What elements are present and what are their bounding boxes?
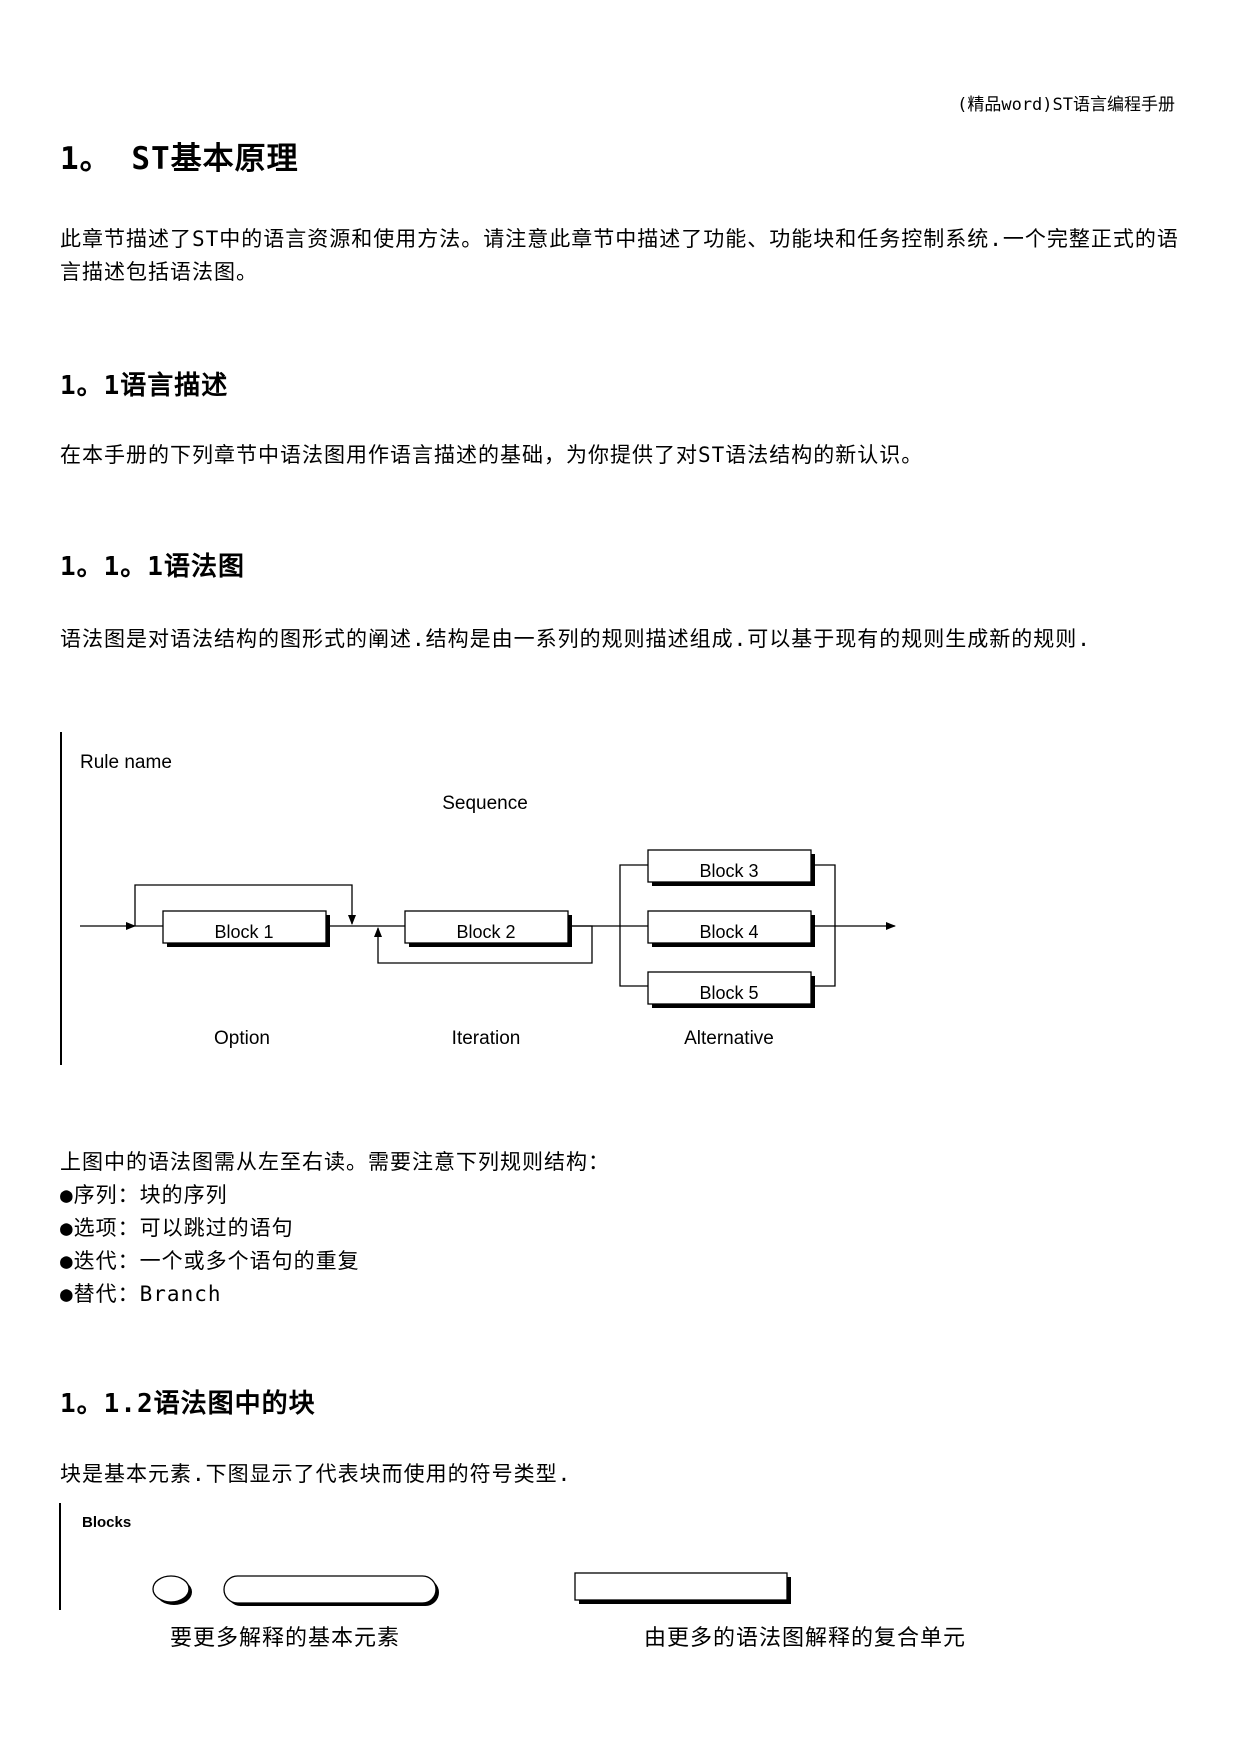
option-bypass-arrow bbox=[134, 884, 356, 926]
block-4: Block 4 bbox=[647, 910, 815, 947]
block-2: Block 2 bbox=[404, 910, 572, 947]
rules-list: 上图中的语法图需从左至右读。需要注意下列规则结构： ●序列：块的序列 ●选项：可… bbox=[60, 1146, 610, 1311]
svg-text:Block 3: Block 3 bbox=[699, 861, 758, 881]
list-item: ●替代：Branch bbox=[60, 1282, 222, 1306]
section-1-1-1-paragraph: 语法图是对语法结构的图形式的阐述.结构是由一系列的规则描述组成.可以基于现有的规… bbox=[60, 627, 1091, 651]
block-3: Block 3 bbox=[647, 849, 815, 886]
sequence-label: Sequence bbox=[442, 793, 528, 814]
option-label: Option bbox=[214, 1028, 270, 1049]
basic-element-circle-icon bbox=[152, 1575, 192, 1605]
page-header: (精品word)ST语言编程手册 bbox=[957, 95, 1175, 115]
basic-element-pill-icon bbox=[223, 1575, 439, 1606]
section-1-1-heading: 1。1语言描述 bbox=[60, 371, 229, 401]
list-item: ●迭代：一个或多个语句的重复 bbox=[60, 1249, 360, 1273]
compound-unit-caption: 由更多的语法图解释的复合单元 bbox=[644, 1626, 967, 1651]
svg-text:Block 2: Block 2 bbox=[456, 922, 515, 942]
block-1: Block 1 bbox=[162, 910, 330, 947]
block-5: Block 5 bbox=[647, 971, 815, 1008]
iteration-label: Iteration bbox=[452, 1028, 521, 1049]
rules-intro: 上图中的语法图需从左至右读。需要注意下列规则结构： bbox=[60, 1150, 610, 1174]
section-1-1-2-paragraph: 块是基本元素.下图显示了代表块而使用的符号类型. bbox=[60, 1462, 572, 1486]
list-item: ●序列：块的序列 bbox=[60, 1183, 228, 1207]
section-1-1-paragraph: 在本手册的下列章节中语法图用作语言描述的基础，为你提供了对ST语法结构的新认识。 bbox=[60, 443, 924, 467]
rule-name-label: Rule name bbox=[80, 752, 172, 773]
basic-element-caption: 要更多解释的基本元素 bbox=[170, 1626, 401, 1651]
section-1-1-2-heading: 1。1.2语法图中的块 bbox=[60, 1389, 316, 1419]
syntax-diagram: Rule name Sequence Block 1 Block 2 Block… bbox=[60, 732, 896, 1065]
blocks-title: Blocks bbox=[82, 1514, 131, 1531]
svg-text:Block 5: Block 5 bbox=[699, 983, 758, 1003]
svg-text:Block 4: Block 4 bbox=[699, 922, 758, 942]
blocks-diagram: Blocks bbox=[59, 1503, 791, 1610]
section-1-1-1-heading: 1。1。1语法图 bbox=[60, 552, 245, 582]
alternative-label: Alternative bbox=[684, 1028, 774, 1049]
section-1-heading: 1。 ST基本原理 bbox=[60, 141, 299, 177]
compound-unit-rect-icon bbox=[574, 1572, 791, 1604]
section-1-paragraph: 此章节描述了ST中的语言资源和使用方法。请注意此章节中描述了功能、功能块和任务控… bbox=[60, 227, 1179, 284]
svg-text:Block 1: Block 1 bbox=[214, 922, 273, 942]
list-item: ●选项：可以跳过的语句 bbox=[60, 1216, 294, 1240]
